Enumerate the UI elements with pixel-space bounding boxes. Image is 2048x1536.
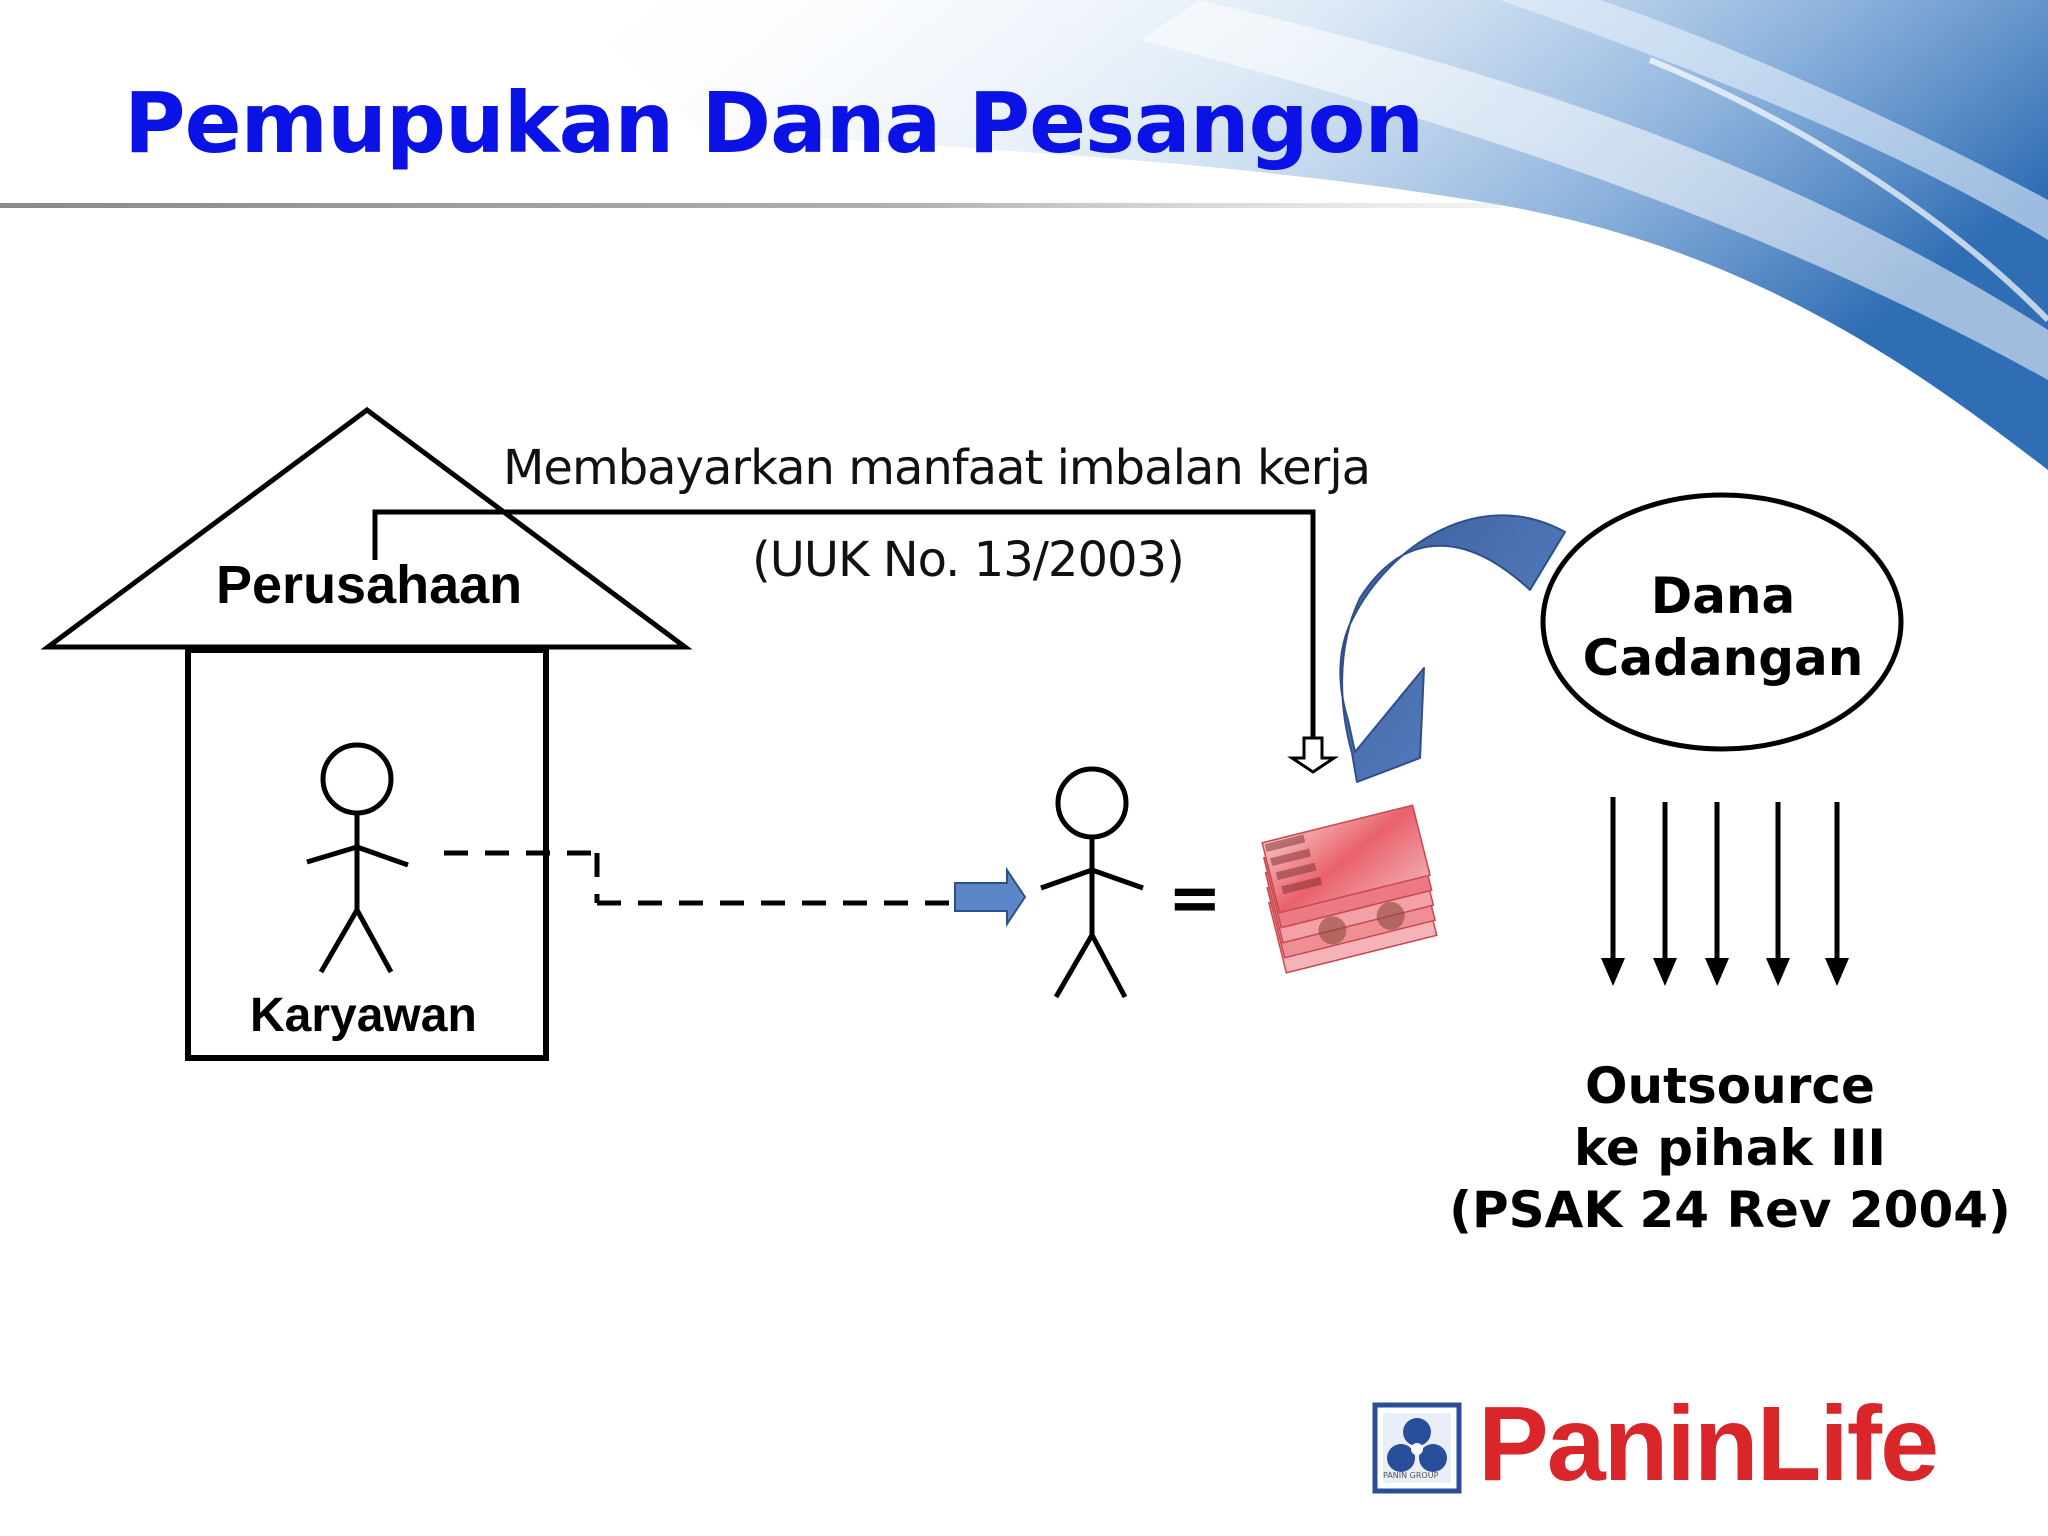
reserve-line1: Dana xyxy=(1650,567,1796,625)
employee-label: Karyawan xyxy=(250,989,477,1042)
reserve-fund-ellipse xyxy=(1540,492,1904,752)
logo-wordmark: PaninLife xyxy=(1478,1385,1939,1503)
block-arrow-icon xyxy=(954,866,1027,928)
logo-group-label: PANIN GROUP xyxy=(1383,1471,1439,1480)
reserve-line2: Cadangan xyxy=(1582,629,1864,687)
outsource-line1: Outsource xyxy=(1585,1057,1875,1115)
outsource-label: Outsource ke pihak III (PSAK 24 Rev 2004… xyxy=(1440,1055,2020,1241)
outsource-arrows xyxy=(1601,797,1849,986)
outsource-line2: ke pihak III xyxy=(1574,1119,1886,1177)
flow-label-line1: Membayarkan manfaat imbalan kerja xyxy=(503,440,1371,496)
company-label: Perusahaan xyxy=(216,555,523,615)
reserve-fund-label: Dana Cadangan xyxy=(1540,565,1906,689)
retiree-stick-figure-icon xyxy=(1040,766,1144,999)
curved-arrow xyxy=(1339,514,1566,783)
dashed-path xyxy=(444,850,952,906)
outsource-line3: (PSAK 24 Rev 2004) xyxy=(1449,1181,2011,1239)
page-title: Pemupukan Dana Pesangon xyxy=(124,74,1424,172)
payment-connector xyxy=(372,509,1339,774)
flow-label-line2: (UUK No. 13/2003) xyxy=(752,532,1185,588)
money-icon xyxy=(1261,804,1438,974)
logo-emblem-icon xyxy=(1372,1402,1462,1494)
employee-stick-figure-icon xyxy=(306,742,409,974)
equals-sign: = xyxy=(1168,862,1222,936)
